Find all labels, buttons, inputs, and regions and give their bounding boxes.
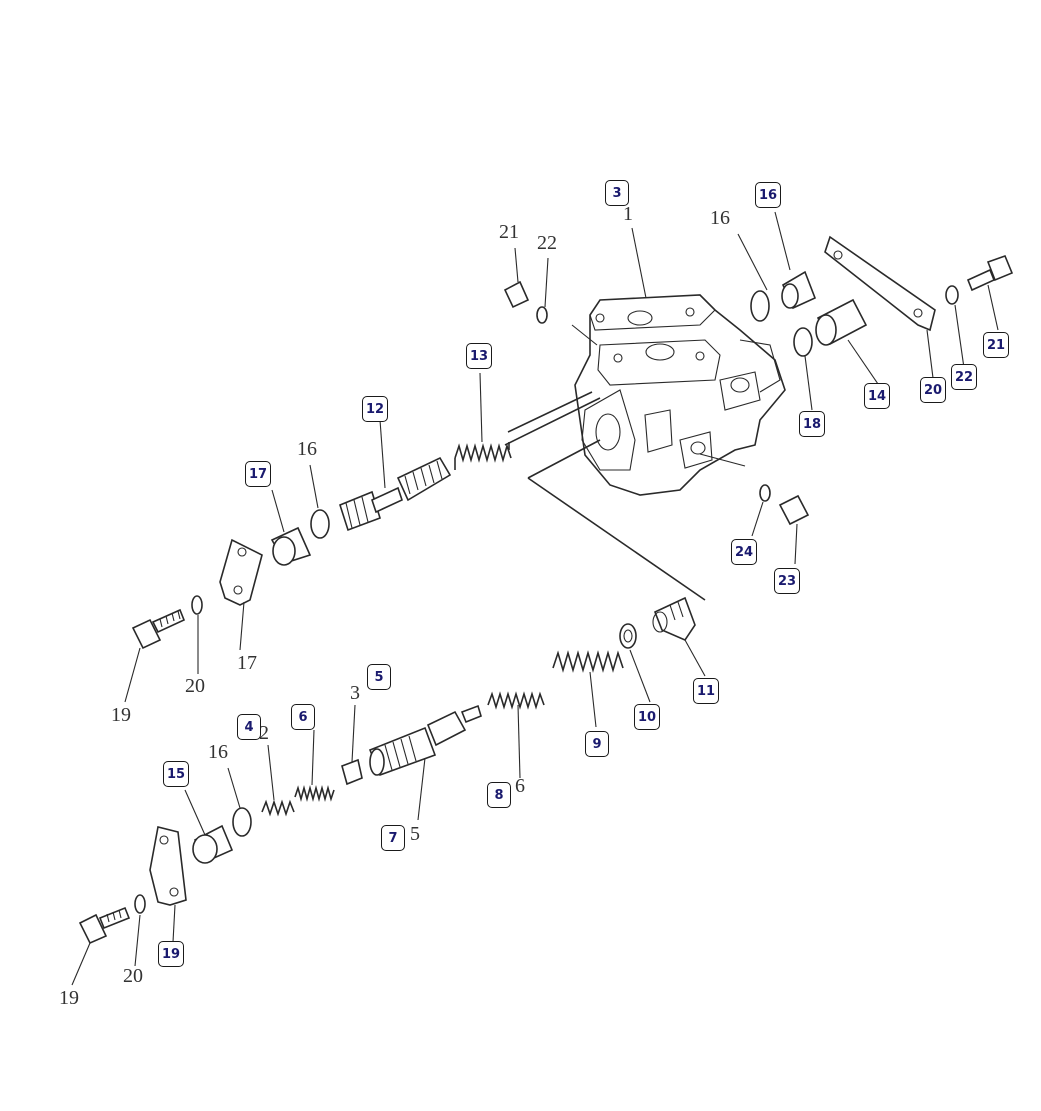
- drawing-number: 20: [123, 965, 143, 987]
- callout-3[interactable]: 3: [605, 180, 629, 206]
- spool-12: [339, 456, 452, 532]
- drawing-number: 22: [537, 232, 557, 254]
- drawing-number: 17: [237, 652, 257, 674]
- callout-9[interactable]: 9: [585, 731, 609, 757]
- callout-18[interactable]: 18: [799, 411, 825, 437]
- callout-23[interactable]: 23: [774, 568, 800, 594]
- bolt-19-lower: [78, 906, 131, 945]
- callout-21[interactable]: 21: [983, 332, 1009, 358]
- plug-17: [270, 526, 312, 566]
- drawing-number: 19: [59, 987, 79, 1009]
- drawing-number: 21: [499, 221, 519, 243]
- drawing-number: 20: [185, 675, 205, 697]
- valve-body: [574, 294, 786, 496]
- callout-20[interactable]: 20: [920, 377, 946, 403]
- leader-lines: [71, 211, 999, 986]
- poppet-7: [368, 704, 482, 777]
- callout-12[interactable]: 12: [362, 396, 388, 422]
- bolt-19-middle: [131, 608, 186, 650]
- callout-11[interactable]: 11: [693, 678, 719, 704]
- drawing-number: 16: [297, 438, 317, 460]
- drawing-number: 19: [111, 704, 131, 726]
- spring-13: [454, 442, 512, 470]
- callout-14[interactable]: 14: [864, 383, 890, 409]
- drawing-number: 16: [208, 741, 228, 763]
- callout-16[interactable]: 16: [755, 182, 781, 208]
- drawing-number: 6: [515, 775, 525, 797]
- callout-4[interactable]: 4: [237, 714, 261, 740]
- drawing-number: 1: [623, 203, 633, 225]
- drawing-number: 3: [350, 682, 360, 704]
- part-11: [652, 596, 696, 642]
- callout-8[interactable]: 8: [487, 782, 511, 808]
- callout-7[interactable]: 7: [381, 825, 405, 851]
- drawing-number: 16: [710, 207, 730, 229]
- callout-24[interactable]: 24: [731, 539, 757, 565]
- callout-17[interactable]: 17: [245, 461, 271, 487]
- callout-22[interactable]: 22: [951, 364, 977, 390]
- callout-5[interactable]: 5: [367, 664, 391, 690]
- callout-15[interactable]: 15: [163, 761, 189, 787]
- callout-6[interactable]: 6: [291, 704, 315, 730]
- callout-13[interactable]: 13: [466, 343, 492, 369]
- drawing-number: 2: [259, 722, 269, 744]
- callout-10[interactable]: 10: [634, 704, 660, 730]
- drawing-number: 5: [410, 823, 420, 845]
- callout-19[interactable]: 19: [158, 941, 184, 967]
